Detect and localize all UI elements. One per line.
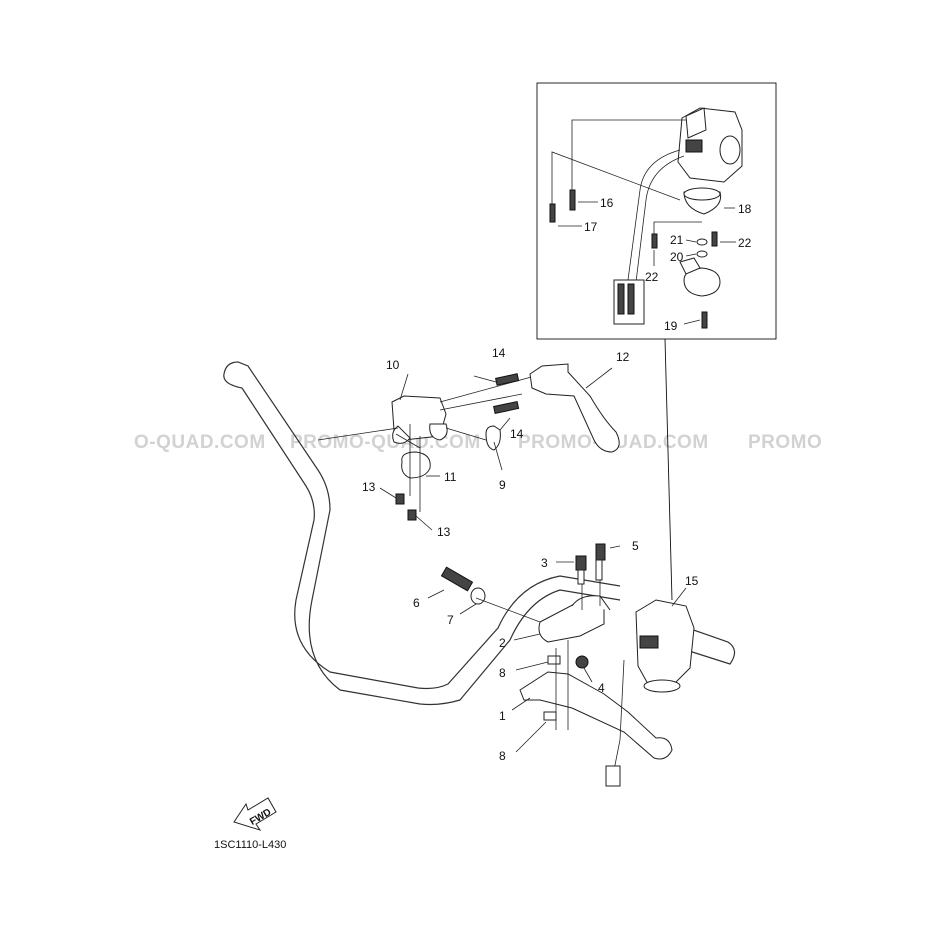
callout-1: 1: [499, 709, 506, 723]
brake-assembly: [440, 543, 673, 760]
fwd-arrow-icon: FWD: [233, 797, 277, 831]
callout-11: 11: [444, 470, 457, 484]
callout-15: 15: [685, 574, 699, 588]
callout-14-upper: 14: [492, 346, 506, 360]
callout-14-lower: 14: [510, 427, 524, 441]
callout-5: 5: [632, 539, 639, 553]
lever-12: [529, 363, 620, 453]
diagram-code: 1SC1110-L430: [214, 839, 286, 851]
callout-21: 21: [670, 233, 684, 247]
callout-8-upper: 8: [499, 666, 506, 680]
callout-labels: 10 14 12 14 9 11 13 13 5 3 15 6 7 2 8 4 …: [362, 196, 752, 763]
callout-leaders: [379, 367, 687, 753]
callout-2: 2: [499, 636, 506, 650]
inset-leader-lines: [551, 119, 736, 325]
inset-leader: [664, 338, 673, 601]
callout-17: 17: [584, 220, 598, 234]
switch-housing-15: [605, 599, 695, 787]
callout-13-left: 13: [362, 480, 376, 494]
callout-7: 7: [447, 613, 454, 627]
callout-8-lower: 8: [499, 749, 506, 763]
callout-10: 10: [386, 358, 400, 372]
callout-22-right: 22: [738, 236, 752, 250]
callout-3: 3: [541, 556, 548, 570]
switch-wiring-harness: [613, 149, 685, 325]
callout-4: 4: [598, 681, 605, 695]
watermark-text-1: O-QUAD.COM: [134, 432, 266, 453]
callout-13-right: 13: [437, 525, 451, 539]
watermark-text-2: PROMO-QUAD.COM: [290, 432, 481, 453]
callout-12: 12: [616, 350, 630, 364]
switch-housing-upper: [677, 107, 743, 215]
callout-19: 19: [664, 319, 678, 333]
watermark-text-4: PROMO: [748, 432, 822, 453]
callout-16: 16: [600, 196, 614, 210]
watermark: O-QUAD.COM PROMO-QUAD.COM PROMO-QUAD.COM…: [134, 432, 822, 453]
bolts-14: [493, 373, 520, 415]
inset-frame: [536, 82, 777, 340]
callout-9: 9: [499, 478, 506, 492]
callout-6: 6: [413, 596, 420, 610]
switch-lower-parts: [549, 189, 721, 329]
callout-18: 18: [738, 202, 752, 216]
handlebar: [223, 361, 736, 706]
callout-22-left: 22: [645, 270, 659, 284]
lever-bracket-assembly: [317, 375, 536, 521]
callout-20: 20: [670, 250, 684, 264]
